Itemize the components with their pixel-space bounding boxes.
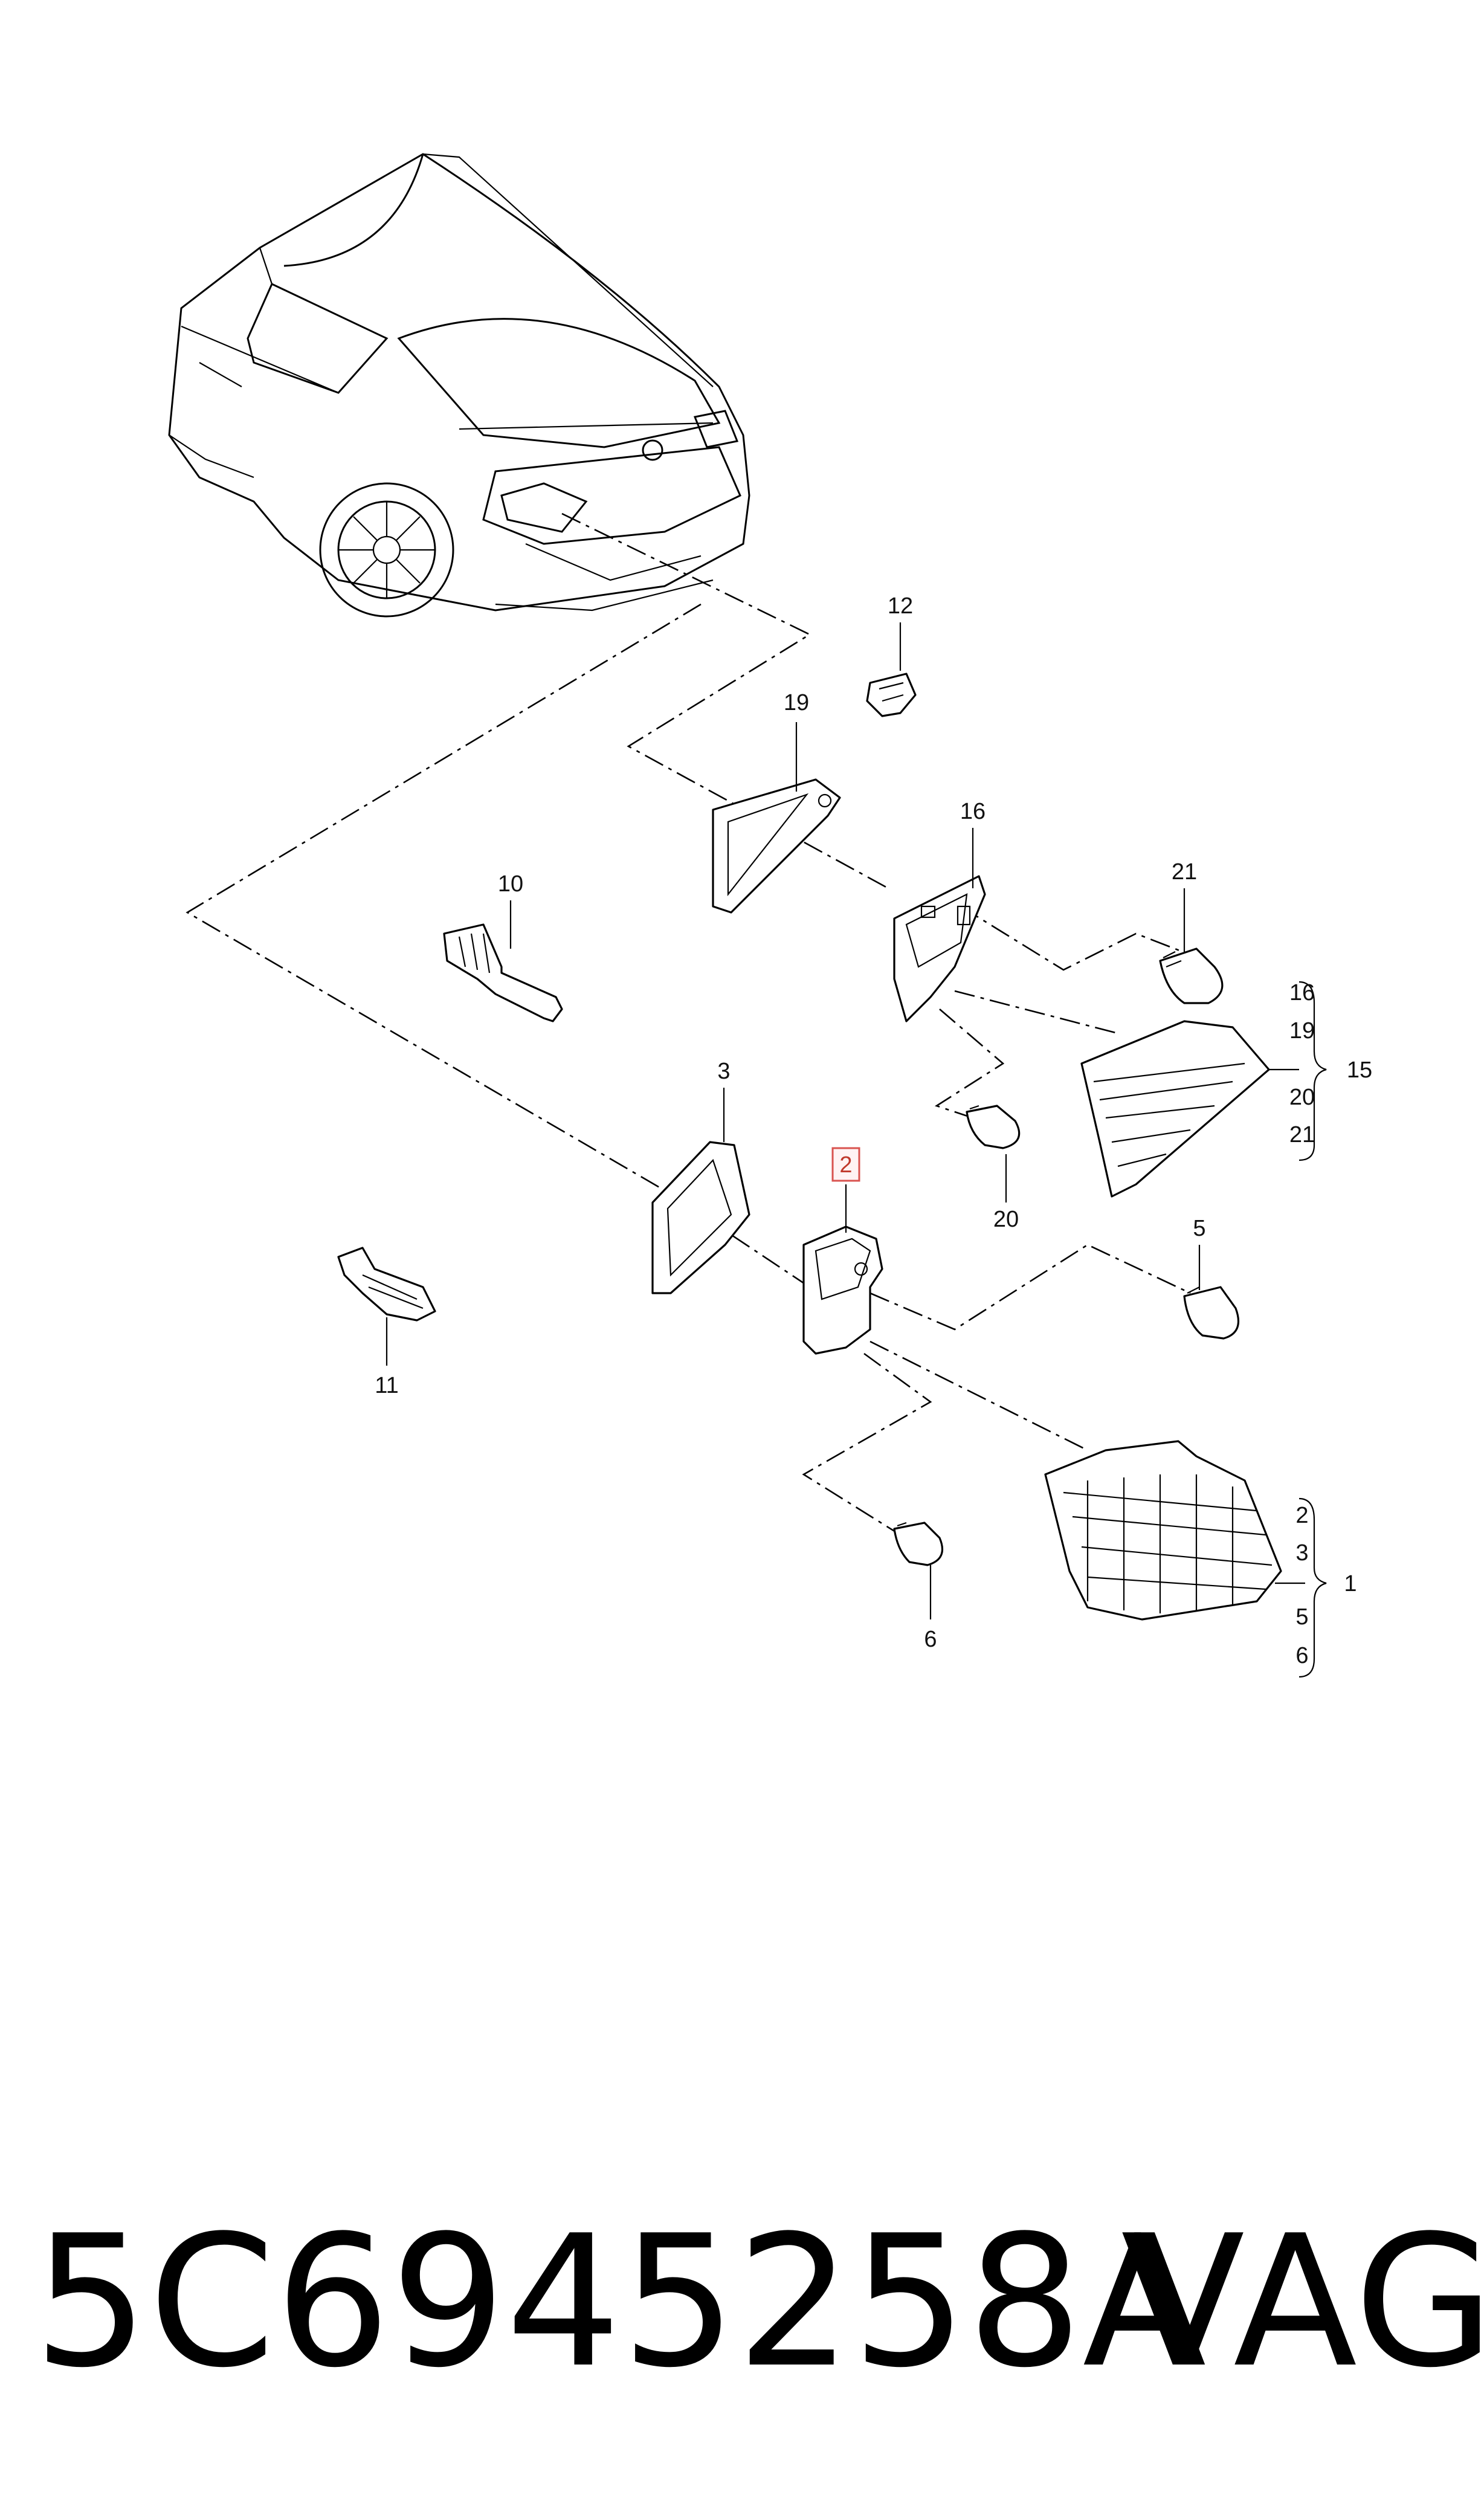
part-16-bulb-holder [893, 875, 986, 1022]
part-19-gasket [712, 778, 841, 914]
callout-3: 3 [717, 1059, 730, 1084]
callout-12: 12 [888, 593, 913, 619]
callout-20: 20 [993, 1207, 1019, 1232]
callout-19: 19 [784, 690, 809, 715]
part-5-bulb [1183, 1286, 1240, 1340]
callout-11: 11 [375, 1373, 398, 1398]
part-10-adjuster [443, 923, 563, 1022]
part-15-inner-lamp [1080, 1020, 1270, 1198]
callout-1: 1 [1344, 1571, 1357, 1596]
group-15-item-21: 21 [1289, 1122, 1315, 1148]
callout-5: 5 [1193, 1216, 1205, 1241]
callout-16: 16 [960, 799, 986, 824]
brand-name: VAG [1121, 2197, 1484, 2407]
part-number: 5C6945258A [33, 2197, 1207, 2407]
callout-2-highlight-box [831, 1147, 860, 1182]
callout-ticks [386, 622, 1327, 1678]
group-15-item-20: 20 [1289, 1085, 1315, 1110]
group-1-item-6: 6 [1295, 1643, 1308, 1668]
part-21-bulb [1159, 947, 1224, 1004]
group-15-item-16: 16 [1289, 980, 1315, 1006]
group-1-item-2: 2 [1295, 1503, 1308, 1528]
group-15-item-19: 19 [1289, 1018, 1315, 1044]
part-2-bulb-holder [802, 1225, 883, 1355]
callout-6: 6 [924, 1627, 937, 1652]
group-1-item-3: 3 [1295, 1540, 1308, 1566]
callout-2-highlighted: 2 [839, 1152, 852, 1178]
part-20-bulb [966, 1105, 1021, 1149]
callout-10: 10 [498, 871, 523, 897]
callout-15: 15 [1347, 1057, 1372, 1083]
leader-lines [186, 512, 1191, 1536]
part-1-outer-lamp [1044, 1440, 1282, 1621]
part-6-bulb [893, 1522, 944, 1566]
group-1-item-5: 5 [1295, 1604, 1308, 1630]
part-11-socket [337, 1247, 436, 1322]
callout-21: 21 [1172, 859, 1197, 885]
car-illustration [168, 153, 750, 618]
part-12-clip [866, 673, 917, 717]
part-3-gasket [651, 1141, 750, 1294]
